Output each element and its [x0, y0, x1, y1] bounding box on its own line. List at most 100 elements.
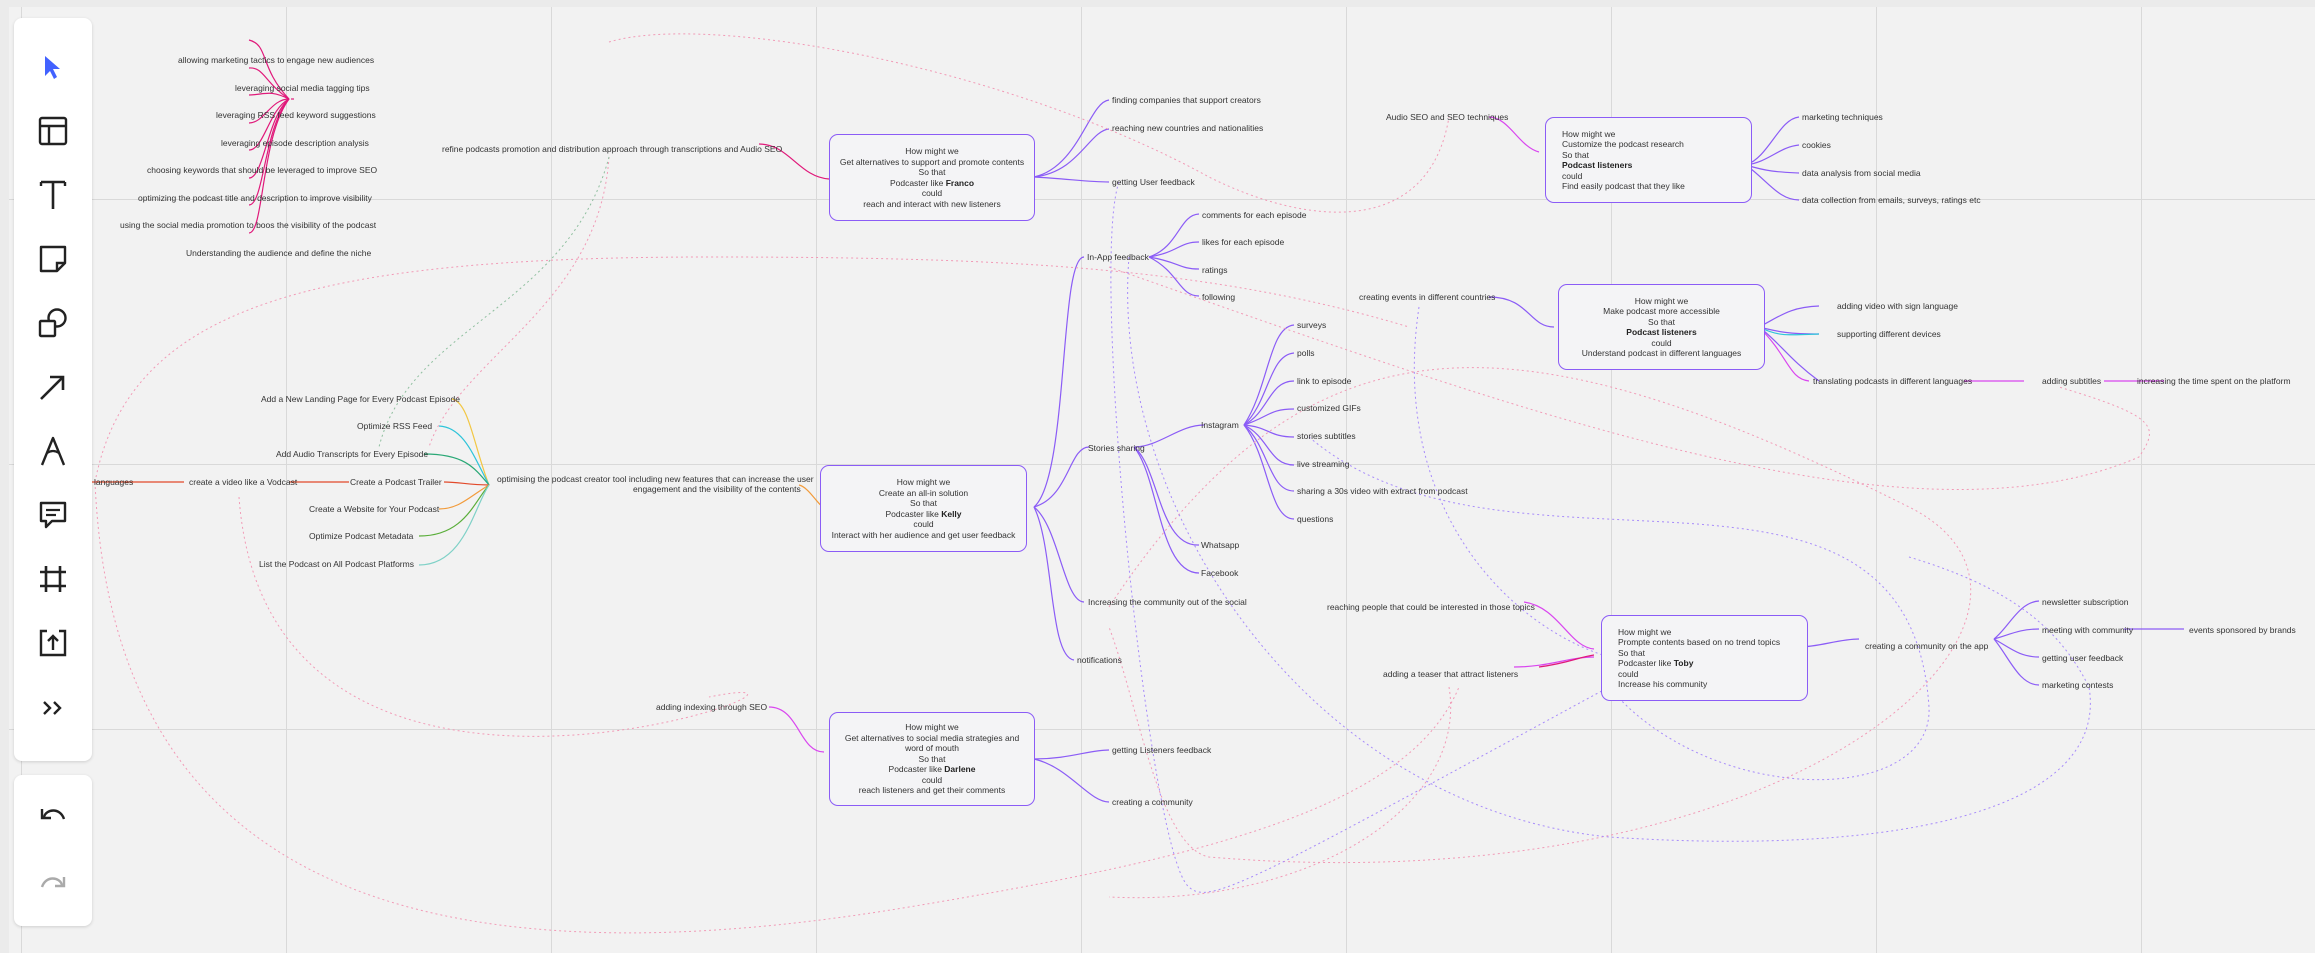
- left-branch-item[interactable]: leveraging episode description analysis: [221, 138, 369, 148]
- left-branch-item[interactable]: allowing marketing tactics to engage new…: [178, 55, 375, 65]
- franco-item[interactable]: getting User feedback: [1112, 177, 1195, 187]
- creator-branch-item[interactable]: Optimize Podcast Metadata: [309, 531, 414, 541]
- facebook-item[interactable]: Facebook: [1201, 568, 1239, 578]
- comment-icon[interactable]: [33, 495, 73, 535]
- card-line: reach and interact with new listeners: [863, 198, 1001, 209]
- instagram-sub-item[interactable]: stories subtitles: [1297, 431, 1356, 441]
- research-item[interactable]: marketing techniques: [1802, 112, 1883, 122]
- template-icon[interactable]: [33, 111, 73, 151]
- instagram-sub-item[interactable]: link to episode: [1297, 376, 1352, 386]
- card-line: Prompte contents based on no trend topic…: [1618, 637, 1781, 647]
- card-research[interactable]: How might we Customize the podcast resea…: [1545, 117, 1752, 203]
- creator-branch-item[interactable]: Create a Website for Your Podcast: [309, 504, 440, 514]
- left-branch-item[interactable]: leveraging RSS feed keyword suggestions: [216, 110, 376, 120]
- languages-item[interactable]: languages: [94, 477, 134, 487]
- accessibility-item[interactable]: adding video with sign language: [1837, 301, 1958, 311]
- time-spent-item[interactable]: increasing the time spent on the platfor…: [2137, 376, 2291, 386]
- pen-icon[interactable]: [33, 431, 73, 471]
- card-darlene[interactable]: How might we Get alternatives to social …: [829, 712, 1035, 806]
- inapp-item[interactable]: likes for each episode: [1202, 237, 1285, 247]
- undo-icon[interactable]: [33, 795, 73, 835]
- card-line: could: [1562, 170, 1583, 181]
- card-line: Create an all-in solution: [878, 487, 969, 498]
- inapp-item[interactable]: following: [1202, 292, 1236, 302]
- accessibility-item[interactable]: translating podcasts in different langua…: [1813, 376, 1973, 386]
- notifications-item[interactable]: notifications: [1077, 655, 1122, 665]
- left-branch-item[interactable]: Understanding the audience and define th…: [186, 248, 372, 258]
- toby-item[interactable]: meeting with community: [2042, 625, 2134, 635]
- creator-branch-item[interactable]: Optimize RSS Feed: [357, 421, 433, 431]
- toby-item[interactable]: marketing contests: [2042, 680, 2114, 690]
- instagram-sub-item[interactable]: customized GIFs: [1297, 403, 1361, 413]
- text-icon[interactable]: [33, 175, 73, 215]
- inapp-item[interactable]: comments for each episode: [1202, 210, 1307, 220]
- subtitles-item[interactable]: adding subtitles: [2042, 376, 2102, 386]
- card-toby[interactable]: How might we Prompte contents based on n…: [1601, 615, 1808, 701]
- toby-community[interactable]: creating a community on the app: [1865, 641, 1989, 651]
- select-icon[interactable]: [33, 47, 73, 87]
- whatsapp-item[interactable]: Whatsapp: [1201, 540, 1240, 550]
- left-branch-item[interactable]: optimizing the podcast title and descrip…: [138, 193, 372, 203]
- inapp-feedback[interactable]: In-App feedback: [1087, 252, 1149, 262]
- accessibility-input[interactable]: creating events in different countries: [1359, 292, 1496, 302]
- upload-icon[interactable]: [33, 623, 73, 663]
- darlene-seo-item[interactable]: adding indexing through SEO: [656, 702, 768, 712]
- instagram-sub-item[interactable]: polls: [1297, 348, 1315, 358]
- card-line: Podcaster like: [885, 508, 942, 519]
- card-franco[interactable]: How might we Get alternatives to support…: [829, 134, 1035, 221]
- card-line: How might we: [1618, 626, 1672, 637]
- instagram-sub-item[interactable]: live streaming: [1297, 459, 1350, 469]
- creator-branch-root-line2[interactable]: engagement and the visibility of the con…: [633, 484, 801, 494]
- sticky-note-icon[interactable]: [33, 239, 73, 279]
- instagram-sub-item[interactable]: sharing a 30s video with extract from po…: [1297, 486, 1468, 496]
- instagram-sub-item[interactable]: surveys: [1297, 320, 1327, 330]
- creator-branch-root[interactable]: optimising the podcast creator tool incl…: [497, 474, 814, 484]
- franco-item[interactable]: reaching new countries and nationalities: [1112, 123, 1264, 133]
- darlene-feedback-item[interactable]: getting Listeners feedback: [1112, 745, 1212, 755]
- card-line: Interact with her audience and get user …: [831, 529, 1016, 540]
- accessibility-item[interactable]: supporting different devices: [1837, 329, 1941, 339]
- shapes-icon[interactable]: [33, 303, 73, 343]
- research-input[interactable]: Audio SEO and SEO techniques: [1386, 112, 1509, 122]
- left-branch-item[interactable]: leveraging social media tagging tips: [235, 83, 370, 93]
- left-branch-item[interactable]: choosing keywords that should be leverag…: [147, 165, 378, 175]
- card-line: Make podcast more accessible: [1603, 306, 1720, 316]
- sponsored-item[interactable]: events sponsored by brands: [2189, 625, 2296, 635]
- instagram-sub-item[interactable]: questions: [1297, 514, 1334, 524]
- canvas-board[interactable]: allowing marketing tactics to engage new…: [9, 7, 2315, 953]
- card-kelly[interactable]: How might we Create an all-in solution S…: [820, 465, 1027, 552]
- card-accessibility[interactable]: How might we Make podcast more accessibl…: [1558, 284, 1765, 370]
- creator-branch-item[interactable]: List the Podcast on All Podcast Platform…: [259, 559, 414, 569]
- card-persona: Podcaster like Franco: [890, 178, 974, 189]
- darlene-community-item[interactable]: creating a community: [1112, 797, 1193, 807]
- card-line: So that: [918, 167, 946, 177]
- toby-item[interactable]: getting user feedback: [2042, 653, 2124, 663]
- research-item[interactable]: data analysis from social media: [1802, 168, 1921, 178]
- vodcast-item[interactable]: create a video like a Vodcast: [189, 477, 298, 487]
- frame-icon[interactable]: [33, 559, 73, 599]
- stories-sharing[interactable]: Stories sharing: [1088, 443, 1145, 453]
- persona-name: Toby: [1673, 658, 1694, 668]
- left-branch-root[interactable]: refine podcasts promotion and distributi…: [442, 144, 783, 154]
- arrow-icon[interactable]: [33, 367, 73, 407]
- research-item[interactable]: data collection from emails, surveys, ra…: [1802, 195, 1981, 205]
- card-line: Podcaster like: [1618, 658, 1674, 668]
- card-persona: Podcast listeners: [1562, 160, 1633, 170]
- toby-input[interactable]: reaching people that could be interested…: [1327, 602, 1535, 612]
- card-line: reach listeners and get their comments: [858, 785, 1006, 796]
- increasing-community[interactable]: Increasing the community out of the soci…: [1088, 597, 1247, 607]
- instagram-item[interactable]: Instagram: [1201, 420, 1239, 430]
- card-line: How might we: [905, 722, 959, 733]
- inapp-item[interactable]: ratings: [1202, 265, 1228, 275]
- left-branch-item[interactable]: using the social media promotion to boos…: [120, 220, 377, 230]
- toby-item[interactable]: newsletter subscription: [2042, 597, 2129, 607]
- research-item[interactable]: cookies: [1802, 140, 1831, 150]
- toby-input[interactable]: adding a teaser that attract listeners: [1383, 669, 1519, 679]
- more-icon[interactable]: [33, 688, 73, 728]
- franco-item[interactable]: finding companies that support creators: [1112, 95, 1261, 105]
- redo-icon[interactable]: [33, 863, 73, 903]
- card-persona: Podcast listeners: [1626, 327, 1697, 337]
- creator-branch-item[interactable]: Add Audio Transcripts for Every Episode: [276, 449, 429, 459]
- creator-branch-item[interactable]: Add a New Landing Page for Every Podcast…: [261, 394, 460, 404]
- creator-branch-item[interactable]: Create a Podcast Trailer: [350, 477, 442, 487]
